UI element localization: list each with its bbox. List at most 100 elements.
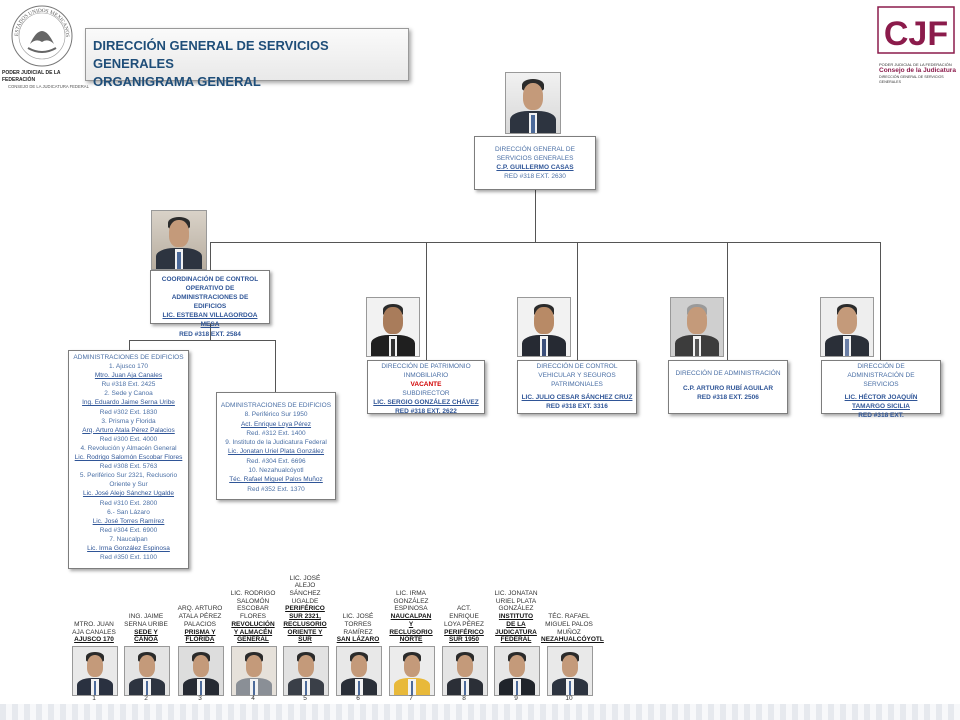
administrator-building-label: PERIFÉRICO [444, 628, 484, 636]
admin-entry: 9. Instituto de la Judicatura Federal [225, 439, 327, 447]
org-box-control-vehicular: DIRECCIÓN DE CONTROL VEHICULAR Y SEGUROS… [517, 360, 637, 414]
admin-name: Lic. José Alejo Sánchez Ugalde [82, 490, 175, 498]
admin-entry: Red #308 Ext. 5763 [99, 463, 158, 471]
administrator-building-label: FEDERAL [500, 636, 532, 644]
administrator-building-label: SUR 2321, [289, 613, 321, 621]
administrator-building-label: CANOA [134, 636, 158, 644]
admin-name: Téc. Rafael Miguel Palos Muñoz [229, 476, 323, 484]
portrait-photo [336, 646, 382, 696]
admin-entry: 2. Sede y Canoa [104, 390, 153, 398]
admin-entry: Red. #304 Ext. 6696 [246, 457, 306, 465]
admin-entry: 10. Nezahualcóyotl [248, 467, 304, 475]
org-box-administracion-servicios: DIRECCIÓN DE ADMINISTRACIÓN DE SERVICIOS… [821, 360, 941, 419]
administrator-name-line: LIC. RODRIGO [230, 590, 276, 598]
portrait-photo [517, 297, 571, 357]
bottom-decorative-strip [0, 704, 960, 720]
administrator-name-line: SALOMÓN [236, 597, 270, 605]
connector-line [577, 242, 578, 360]
administrator-number: 6 [356, 695, 360, 702]
connector-line [880, 242, 881, 360]
administrator-building-label: INSTITUTO [498, 613, 534, 621]
left-logo-caption: PODER JUDICIAL DE LA FEDERACIÓN CONSEJO … [2, 70, 89, 89]
admin-name: Arq. Arturo Atala Pérez Palacios [82, 426, 175, 434]
administrator-building-label: FLORIDA [185, 636, 215, 644]
portrait-photo [389, 646, 435, 696]
administrator-number: 5 [303, 695, 307, 702]
administrator-name-line: TÉC. RAFAEL [548, 613, 590, 621]
administrator-name-line: ING. JAIME [128, 613, 164, 621]
admin-entry: Red. #312 Ext. 1400 [246, 429, 306, 437]
administrator-building-label: JUDICATURA [495, 628, 537, 636]
administrator-name-line: ATALA PÉREZ [178, 613, 222, 621]
connector-line [426, 242, 427, 360]
administrator-name-line: MTRO. JUAN [74, 620, 114, 628]
admin-list-1: ADMINISTRACIONES DE EDIFICIOS 1. Ajusco … [68, 350, 189, 569]
org-box-patrimonio: DIRECCIÓN DE PATRIMONIO INMOBILIARIO VAC… [367, 360, 485, 415]
administrator-building-label: ORIENTE Y [287, 628, 323, 636]
connector-line [129, 340, 130, 350]
admin-entry: 8. Periférico Sur 1950 [244, 411, 308, 419]
admin-entry: 5. Periférico Sur 2321, Reclusorio [79, 472, 178, 480]
portrait-photo [231, 646, 277, 696]
portrait-photo [670, 297, 724, 357]
admin-name: Mtro. Juan Aja Canales [94, 372, 163, 380]
portrait-photo [124, 646, 170, 696]
administrator-name-line: AJA CANALES [72, 628, 116, 636]
administrator-building-label: REVOLUCIÓN [231, 620, 275, 628]
administrator-name-line: LIC. JONATAN [494, 590, 538, 598]
administrator-name-line: ACT. [456, 605, 472, 613]
connector-line [210, 324, 211, 341]
page-title: DIRECCIÓN GENERAL DE SERVICIOS GENERALES… [85, 28, 409, 89]
administrator-name-line: GONZÁLEZ [393, 597, 429, 605]
admin-name: Lic. José Torres Ramírez [92, 517, 165, 525]
administrator-name-line: RAMÍREZ [343, 628, 373, 636]
administrator-building-label: GENERAL [237, 636, 269, 644]
admin-name: Ing. Eduardo Jaime Serna Uribe [82, 399, 175, 407]
admin-entry: Red #310 Ext. 2800 [99, 499, 158, 507]
administrator-building-label: SUR [298, 636, 312, 644]
admin-entry: Ru #318 Ext. 2425 [101, 381, 156, 389]
admin-name: Act. Enrique Loya Pérez [240, 420, 312, 428]
administrator-building-label: SAN LÁZARO [336, 636, 380, 644]
admin-entry: Red #350 Ext. 1100 [100, 554, 157, 562]
administrator-building-label: NAUCALPAN [390, 613, 432, 621]
admin-name: Lic. Rodrigo Salomón Escobar Flores [74, 454, 183, 462]
administrator-name-line: MUÑOZ [557, 628, 581, 636]
admin-entry: 1. Ajusco 170 [108, 363, 149, 371]
connector-line [129, 340, 276, 341]
portrait-photo [505, 72, 561, 134]
administrator-name-line: LIC. IRMA [396, 590, 426, 598]
administrator-name-line: TORRES [344, 620, 372, 628]
administrator-name-line: FLORES [239, 613, 266, 621]
administrator-name-line: LIC. JOSÉ [289, 574, 321, 582]
connector-line [535, 190, 536, 243]
administrator-number: 10 [565, 695, 573, 702]
portrait-photo [151, 210, 207, 270]
administrator-number: 3 [198, 695, 202, 702]
administrator-name-line: LOYA PÉREZ [444, 620, 484, 628]
portrait-photo [494, 646, 540, 696]
administrator-number: 8 [462, 695, 466, 702]
admin-entry: Oriente y Sur [109, 481, 148, 489]
administrator-name-line: ENRIQUE [449, 613, 479, 621]
administrator-building-label: PERIFÉRICO [285, 605, 325, 613]
administrator-name-line: URIEL PLATA [495, 597, 537, 605]
administrator-name-line: SERNA URIBE [124, 620, 168, 628]
administrator-name-line: PALACIOS [183, 620, 217, 628]
portrait-photo [820, 297, 874, 357]
connector-line [275, 340, 276, 392]
admin-name: Lic. Irma González Espinosa [87, 544, 170, 552]
org-box-coordination: COORDINACIÓN DE CONTROL OPERATIVO DE ADM… [150, 270, 270, 338]
portrait-photo [547, 646, 593, 696]
admin-entry: Red #304 Ext. 6900 [99, 526, 158, 534]
administrator-name-line: SÁNCHEZ [289, 590, 321, 598]
